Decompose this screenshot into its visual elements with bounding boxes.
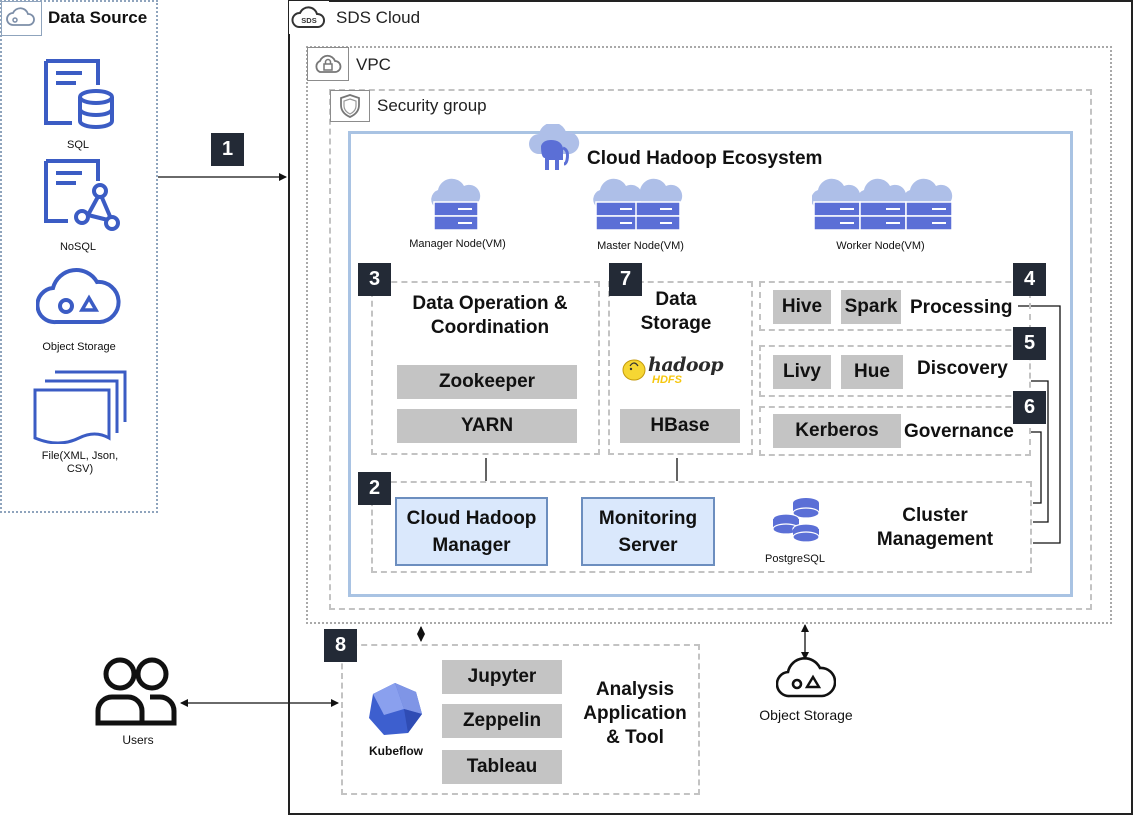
postgresql-label: PostgreSQL [765,553,825,565]
analysis-label: Analysis Application & Tool [568,678,702,750]
sds-logo-icon: SDS [289,1,329,34]
security-group-label: Security group [377,96,487,115]
data-storage-title-line1: Data [655,289,697,310]
discovery-label: Discovery [917,358,1008,379]
vpc-container [306,46,1112,624]
worker-node-server-icon [812,178,953,231]
file-stack-icon [33,370,127,444]
step-badge-2: 2 [358,472,391,505]
data-operation-title-line1: Data Operation & [412,293,568,314]
step-badge-5: 5 [1013,327,1046,360]
spark-box: Spark [841,290,901,324]
discovery-container [759,345,1031,397]
cluster-management-container [371,481,1032,573]
zookeeper-box: Zookeeper [397,365,577,399]
hive-box: Hive [773,290,831,324]
hue-box: Hue [841,355,903,389]
processing-container [759,281,1031,331]
cluster-management-line2: Management [876,529,994,550]
governance-label: Governance [904,421,1014,442]
zeppelin-box: Zeppelin [442,704,562,738]
step-badge-8: 8 [324,629,357,662]
cloud-hadoop-manager-box: Cloud Hadoop Manager [395,497,548,566]
step-badge-4: 4 [1013,263,1046,296]
processing-label: Processing [910,297,1013,318]
governance-connector [1031,431,1042,504]
nosql-graph-icon [44,159,120,231]
monitoring-server-line2: Server [618,534,678,556]
lock-icon [307,47,349,81]
vpc-label: VPC [356,55,391,74]
cluster-management-line1: Cluster [902,505,968,526]
analysis-label-line3: & Tool [606,727,664,748]
master-node-server-icon [593,178,683,231]
kerberos-box: Kerberos [773,414,901,448]
step-badge-3: 3 [358,263,391,296]
data-source-container [0,0,158,513]
processing-connector [1018,305,1061,544]
analysis-container [341,644,700,795]
hbase-box: HBase [620,409,740,443]
kubeflow-icon [369,683,422,735]
data-operation-title-line2: Coordination [430,317,550,338]
sql-label: SQL [66,139,89,151]
cloud-hadoop-manager-line1: Cloud Hadoop [406,507,537,529]
cluster-management-label: Cluster Management [860,504,1010,552]
data-source-title: Data Source [48,8,148,27]
sds-cloud-container [288,0,1133,815]
users-icon [95,657,177,726]
file-label: File(XML, Json, CSV) [20,450,140,476]
hadoop-hdfs-logo: hadoop HDFS [620,352,738,390]
object-storage-label: Object Storage [42,341,116,353]
sds-cloud-title: SDS Cloud [336,8,421,27]
hdfs-logo-text: HDFS [652,374,682,386]
manager-node-label: Manager Node(VM) [409,238,506,250]
object-storage-bottom-label: Object Storage [759,707,853,723]
shield-icon [330,90,370,122]
data-operation-container [371,281,600,455]
users-label: Users [122,733,154,747]
security-group-container [329,89,1092,610]
worker-node-label: Worker Node(VM) [836,240,925,252]
cloud-hadoop-manager-line2: Manager [432,534,511,556]
data-operation-title: Data Operation & Coordination [395,292,585,340]
step-badge-1: 1 [211,133,244,166]
analysis-label-line2: Application [583,703,687,724]
master-node-label: Master Node(VM) [597,240,684,252]
sql-database-icon [44,59,114,129]
data-storage-title: Data Storage [620,288,732,336]
monitoring-server-box: Monitoring Server [581,497,715,566]
hadoop-elephant-icon [529,124,580,170]
sds-logo-text: SDS [301,16,316,25]
postgresql-database-icon [772,498,820,543]
hadoop-logo-text: hadoop [648,354,724,376]
step-badge-7: 7 [609,263,642,296]
data-storage-container [608,281,753,455]
file-label-line2: CSV) [66,463,94,475]
manager-node-server-icon [431,178,481,231]
livy-box: Livy [773,355,831,389]
ecosystem-title: Cloud Hadoop Ecosystem [587,148,823,169]
object-storage-icon [36,268,121,325]
tableau-box: Tableau [442,750,562,784]
kubeflow-label: Kubeflow [369,744,423,758]
object-storage-bottom-icon [776,657,836,698]
cloud-icon [1,1,42,36]
jupyter-box: Jupyter [442,660,562,694]
file-label-line1: File(XML, Json, [41,450,119,462]
data-storage-title-line2: Storage [640,313,712,334]
monitoring-server-line1: Monitoring [598,507,698,529]
yarn-box: YARN [397,409,577,443]
discovery-connector [1031,380,1049,523]
nosql-label: NoSQL [59,241,97,253]
analysis-label-line1: Analysis [595,679,675,700]
cloud-hadoop-ecosystem-frame [348,131,1073,597]
governance-container [759,406,1031,456]
step-badge-6: 6 [1013,391,1046,424]
